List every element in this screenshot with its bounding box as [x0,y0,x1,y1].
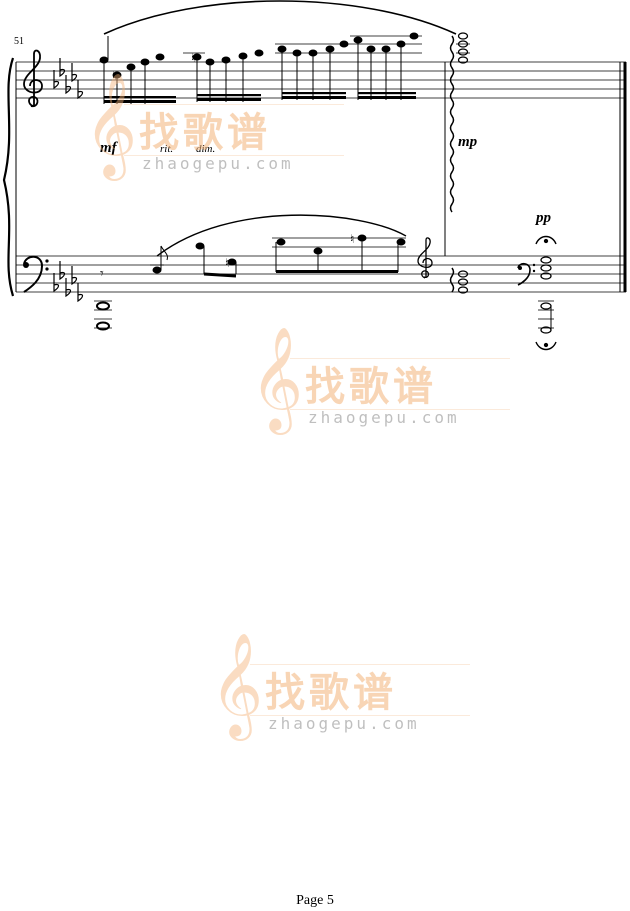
watermark-url: zhaogepu.com [268,714,420,733]
grand-staff-brace [2,57,15,297]
watermark-clef-icon: 𝄞 [84,72,138,177]
ritardando-marking: rit. [160,143,173,155]
watermark-url: zhaogepu.com [142,154,294,173]
arpeggio-wavy-line [449,35,455,213]
page-number: Page 5 [296,893,334,908]
dynamic-pp: pp [534,210,552,226]
treble-key-signature [53,58,84,100]
watermark-brand: 找歌谱 [139,110,271,156]
bass-slur [156,214,407,257]
treble-note-group-4 [350,32,422,100]
watermark-clef-icon: 𝄞 [210,632,264,737]
watermark-clef-icon: 𝄞 [250,326,304,431]
treble-slur [103,0,457,35]
final-bass-chord [535,235,557,351]
svg-text:♮: ♮ [112,69,116,83]
bass-note-group: 𝄾 ♮ ♮ [100,232,406,282]
watermark-brand: 找歌谱 [305,364,437,410]
bass-clef-icon [23,255,49,293]
svg-text:♮: ♮ [225,256,229,270]
watermark-1: 𝄞 找歌谱 zhaogepu.com [84,80,344,186]
watermark-brand: 找歌谱 [265,670,397,716]
bass-low-whole-notes [94,300,112,331]
treble-note-group-3 [275,40,350,100]
measure-number: 51 [14,36,24,47]
clef-change-bass-icon [517,262,536,286]
bass-staff [16,255,626,293]
svg-text:𝄾: 𝄾 [100,266,104,282]
treble-note-group-1: ♮ [99,36,176,104]
treble-end-chord [456,32,470,64]
treble-note-group-2: ♮ [183,49,264,102]
diminuendo-marking: dim. [196,143,215,155]
bass-arpeggio-chord [449,267,469,294]
watermark-2: 𝄞 找歌谱 zhaogepu.com [250,334,510,440]
dynamic-mp: mp [458,134,478,150]
svg-text:♮: ♮ [191,51,195,65]
bass-key-signature [53,261,84,303]
treble-clef-icon [23,49,43,108]
watermark-3: 𝄞 找歌谱 zhaogepu.com [210,640,470,746]
clef-change-treble-icon [417,237,433,279]
svg-text:♮: ♮ [350,232,354,246]
watermark-url: zhaogepu.com [308,408,460,427]
dynamic-mf: mf [100,140,119,156]
